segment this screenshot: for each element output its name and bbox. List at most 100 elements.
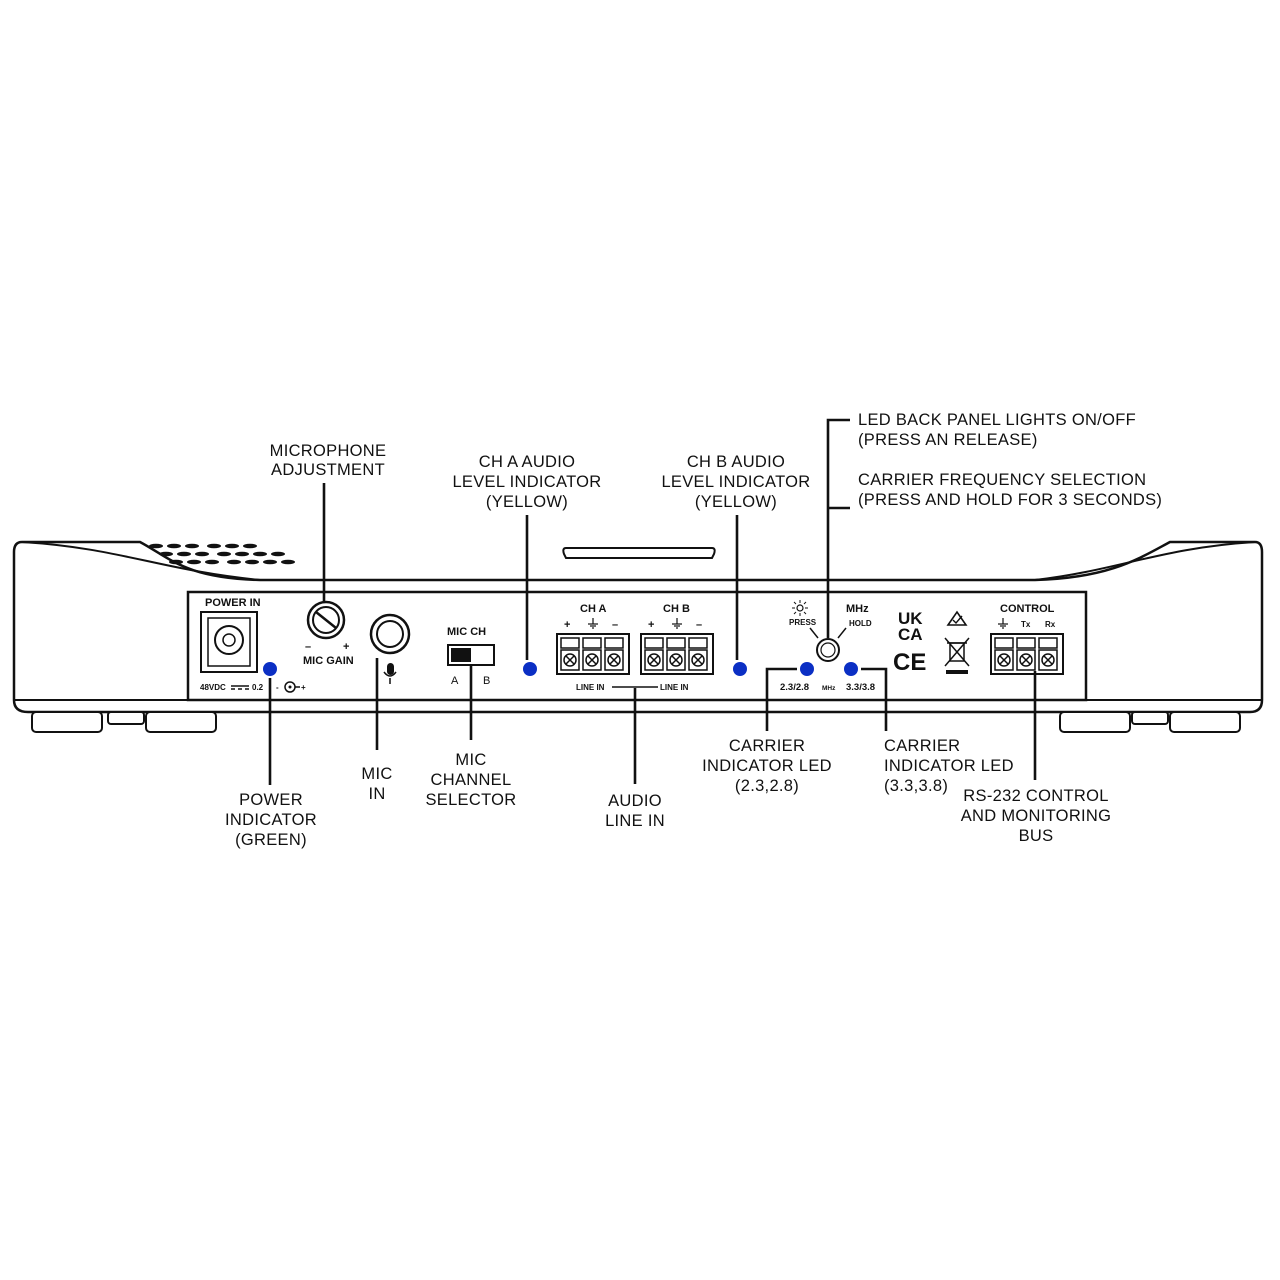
ground-icon bbox=[672, 618, 682, 629]
power-current-label: 0.2 bbox=[252, 683, 264, 692]
mic-channel-switch[interactable] bbox=[447, 644, 495, 666]
svg-text:(YELLOW): (YELLOW) bbox=[695, 493, 777, 511]
grille-hole bbox=[281, 559, 295, 565]
callout-microphone-adjustment: MICROPHONE ADJUSTMENT bbox=[270, 442, 387, 479]
ground-icon bbox=[588, 618, 598, 629]
svg-text:+: + bbox=[301, 683, 306, 692]
foot-right-1 bbox=[1059, 711, 1131, 733]
svg-text:SELECTOR: SELECTOR bbox=[425, 791, 516, 809]
speaker-grille bbox=[149, 543, 295, 565]
svg-text:(YELLOW): (YELLOW) bbox=[486, 493, 568, 511]
grille-hole bbox=[253, 551, 267, 557]
svg-text:POWER: POWER bbox=[239, 791, 303, 809]
ukca-mark-top: UK bbox=[898, 609, 923, 628]
grille-hole bbox=[263, 559, 277, 565]
rx-label: Rx bbox=[1045, 620, 1056, 629]
svg-text:MIC: MIC bbox=[455, 751, 486, 769]
svg-text:CARRIER: CARRIER bbox=[884, 737, 960, 755]
ukca-mark-bottom: CA bbox=[898, 625, 923, 644]
leader-lines bbox=[268, 418, 1037, 785]
svg-text:(3.3,3.8): (3.3,3.8) bbox=[884, 777, 948, 795]
callout-carrier-led-high: CARRIER INDICATOR LED (3.3,3.8) bbox=[884, 737, 1014, 795]
power-in-label: POWER IN bbox=[205, 597, 261, 609]
weee-bin-icon bbox=[944, 637, 970, 674]
svg-text:(2.3,2.8): (2.3,2.8) bbox=[735, 777, 799, 795]
callout-carrier-led-low: CARRIER INDICATOR LED (2.3,2.8) bbox=[702, 737, 832, 795]
mhz-small-label: MHz bbox=[822, 685, 836, 692]
svg-text:MICROPHONE: MICROPHONE bbox=[270, 442, 387, 460]
svg-text:ADJUSTMENT: ADJUSTMENT bbox=[271, 461, 385, 479]
callout-ch-a-level: CH A AUDIO LEVEL INDICATOR (YELLOW) bbox=[452, 453, 601, 511]
mic-gain-label: MIC GAIN bbox=[303, 655, 354, 667]
control-label: CONTROL bbox=[1000, 603, 1055, 615]
svg-text:LEVEL INDICATOR: LEVEL INDICATOR bbox=[452, 473, 601, 491]
top-slot bbox=[562, 547, 716, 559]
svg-text:CH A AUDIO: CH A AUDIO bbox=[479, 453, 576, 471]
power-in-connector[interactable]: POWER IN bbox=[200, 597, 261, 673]
grille-hole bbox=[187, 559, 201, 565]
grille-hole bbox=[205, 559, 219, 565]
grille-hole bbox=[169, 559, 183, 565]
svg-text:CARRIER FREQUENCY SELECTION: CARRIER FREQUENCY SELECTION bbox=[858, 471, 1146, 489]
svg-text:(GREEN): (GREEN) bbox=[235, 831, 307, 849]
sun-icon bbox=[792, 600, 808, 616]
svg-text:-: - bbox=[276, 683, 279, 692]
callout-rs232: RS-232 CONTROL AND MONITORING BUS bbox=[961, 787, 1112, 845]
mhz-label: MHz bbox=[846, 603, 869, 615]
svg-text:INDICATOR LED: INDICATOR LED bbox=[884, 757, 1014, 775]
press-label: PRESS bbox=[789, 618, 817, 627]
freq-high-label: 3.3/3.8 bbox=[846, 682, 875, 693]
svg-text:LINE IN: LINE IN bbox=[605, 812, 665, 830]
svg-text:BUS: BUS bbox=[1019, 827, 1054, 845]
light-frequency-button[interactable] bbox=[816, 638, 840, 662]
ch-b-label: CH B bbox=[663, 603, 690, 615]
callout-led-back-panel: LED BACK PANEL LIGHTS ON/OFF (PRESS AN R… bbox=[858, 411, 1136, 449]
grille-hole bbox=[159, 551, 173, 557]
callout-audio-line-in: AUDIO LINE IN bbox=[605, 792, 665, 830]
mic-ch-label: MIC CH bbox=[447, 626, 486, 638]
svg-text:AND MONITORING: AND MONITORING bbox=[961, 807, 1112, 825]
gain-minus: – bbox=[305, 641, 311, 653]
svg-text:CH B AUDIO: CH B AUDIO bbox=[687, 453, 785, 471]
svg-text:RS-232 CONTROL: RS-232 CONTROL bbox=[963, 787, 1108, 805]
grille-hole bbox=[185, 543, 199, 549]
svg-text:–: – bbox=[612, 619, 618, 631]
gain-plus: + bbox=[343, 641, 349, 653]
mic-in-jack[interactable] bbox=[369, 613, 411, 655]
callout-mic-in: MIC IN bbox=[361, 765, 392, 803]
svg-text:(PRESS AND HOLD FOR 3 SECONDS): (PRESS AND HOLD FOR 3 SECONDS) bbox=[858, 491, 1162, 509]
ch-a-label: CH A bbox=[580, 603, 607, 615]
grille-hole bbox=[217, 551, 231, 557]
foot-left-3 bbox=[145, 711, 217, 733]
rcm-mark-icon bbox=[946, 610, 968, 626]
grille-hole bbox=[271, 551, 285, 557]
callout-carrier-frequency-selection: CARRIER FREQUENCY SELECTION (PRESS AND H… bbox=[858, 471, 1162, 509]
grille-hole bbox=[177, 551, 191, 557]
mic-ch-b: B bbox=[483, 675, 490, 687]
svg-text:–: – bbox=[696, 619, 702, 631]
svg-text:IN: IN bbox=[368, 785, 385, 803]
svg-text:+: + bbox=[564, 619, 570, 631]
ce-mark: CE bbox=[893, 649, 926, 676]
svg-text:CARRIER: CARRIER bbox=[729, 737, 805, 755]
grille-hole bbox=[225, 543, 239, 549]
line-in-a-label: LINE IN bbox=[576, 683, 605, 692]
grille-hole bbox=[243, 543, 257, 549]
svg-text:CHANNEL: CHANNEL bbox=[431, 771, 512, 789]
mic-gain-knob[interactable] bbox=[306, 600, 346, 640]
ch-b-terminal-block[interactable] bbox=[640, 633, 714, 675]
svg-text:INDICATOR LED: INDICATOR LED bbox=[702, 757, 832, 775]
mic-ch-a: A bbox=[451, 675, 459, 687]
ch-a-terminal-block[interactable] bbox=[556, 633, 630, 675]
grille-hole bbox=[195, 551, 209, 557]
grille-hole bbox=[207, 543, 221, 549]
svg-text:MIC: MIC bbox=[361, 765, 392, 783]
freq-low-label: 2.3/2.8 bbox=[780, 682, 809, 693]
svg-text:+: + bbox=[648, 619, 654, 631]
microphone-icon bbox=[383, 663, 397, 684]
svg-text:AUDIO: AUDIO bbox=[608, 792, 662, 810]
foot-left-2 bbox=[107, 711, 145, 725]
grille-hole bbox=[245, 559, 259, 565]
control-terminal-block[interactable] bbox=[990, 633, 1064, 675]
